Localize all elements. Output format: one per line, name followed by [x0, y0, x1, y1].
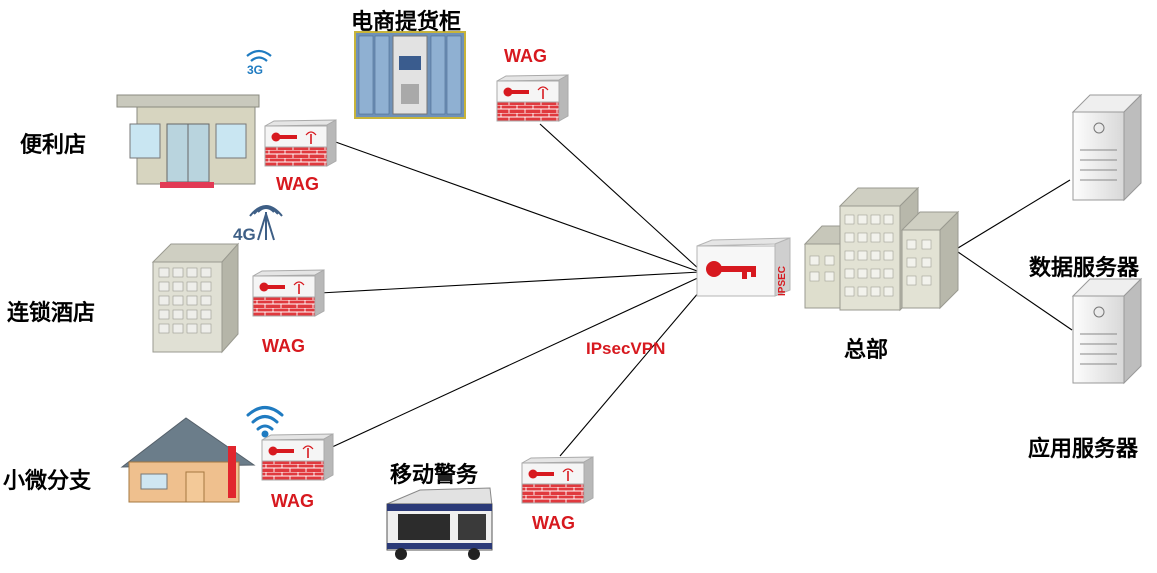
antenna-4g-icon: [249, 205, 283, 241]
link-mobile-police: [559, 284, 706, 457]
data-server-icon: [1071, 93, 1143, 202]
parcel-locker-icon: [354, 31, 466, 119]
ipsec-vpn-label: IPsecVPN: [586, 339, 666, 358]
ipsec-gateway-icon: [696, 237, 791, 297]
app-server-label: 应用服务器: [1028, 437, 1139, 462]
wag-device-mobile-police: [521, 456, 594, 504]
link-chain-hotel: [319, 271, 701, 294]
parcel-locker-label: 电商提货柜: [351, 10, 462, 35]
wag-label-parcel-locker: WAG: [504, 46, 547, 66]
wag-device-convenience-store: [264, 119, 337, 167]
link-data-server: [957, 179, 1071, 249]
app-server-icon: [1071, 277, 1143, 385]
signal-4g-label: 4G: [233, 225, 256, 244]
wifi-3g-icon: [246, 49, 272, 62]
wag-label-chain-hotel: WAG: [262, 336, 305, 356]
headquarters-label: 总部: [844, 338, 889, 363]
link-small-branch: [329, 275, 703, 449]
chain-hotel-label: 连锁酒店: [7, 301, 96, 326]
convenience-store-label: 便利店: [20, 133, 87, 158]
wag-device-parcel-locker: [496, 74, 569, 122]
convenience-store-icon: [116, 94, 260, 188]
mobile-police-vehicle-icon: [386, 487, 493, 560]
signal-3g-label: 3G: [247, 63, 263, 77]
small-branch-label: 小微分支: [3, 469, 92, 494]
link-parcel-locker: [539, 123, 701, 271]
wag-label-convenience-store: WAG: [276, 174, 319, 194]
link-app-server: [957, 251, 1073, 331]
connection-lines: [319, 123, 1073, 457]
wag-label-mobile-police: WAG: [532, 513, 575, 533]
chain-hotel-icon: [151, 242, 240, 354]
ipsec-gateway-label: IPSEC: [777, 266, 788, 296]
wag-device-chain-hotel: [252, 269, 325, 317]
data-server-label: 数据服务器: [1029, 256, 1140, 281]
mobile-police-label: 移动警务: [390, 463, 479, 488]
link-convenience-store: [329, 139, 701, 273]
headquarters-building-icon: [803, 186, 960, 312]
small-branch-house-icon: [120, 417, 256, 503]
wag-label-small-branch: WAG: [271, 491, 314, 511]
wag-device-small-branch: [261, 433, 334, 481]
wifi-icon: [246, 406, 284, 438]
